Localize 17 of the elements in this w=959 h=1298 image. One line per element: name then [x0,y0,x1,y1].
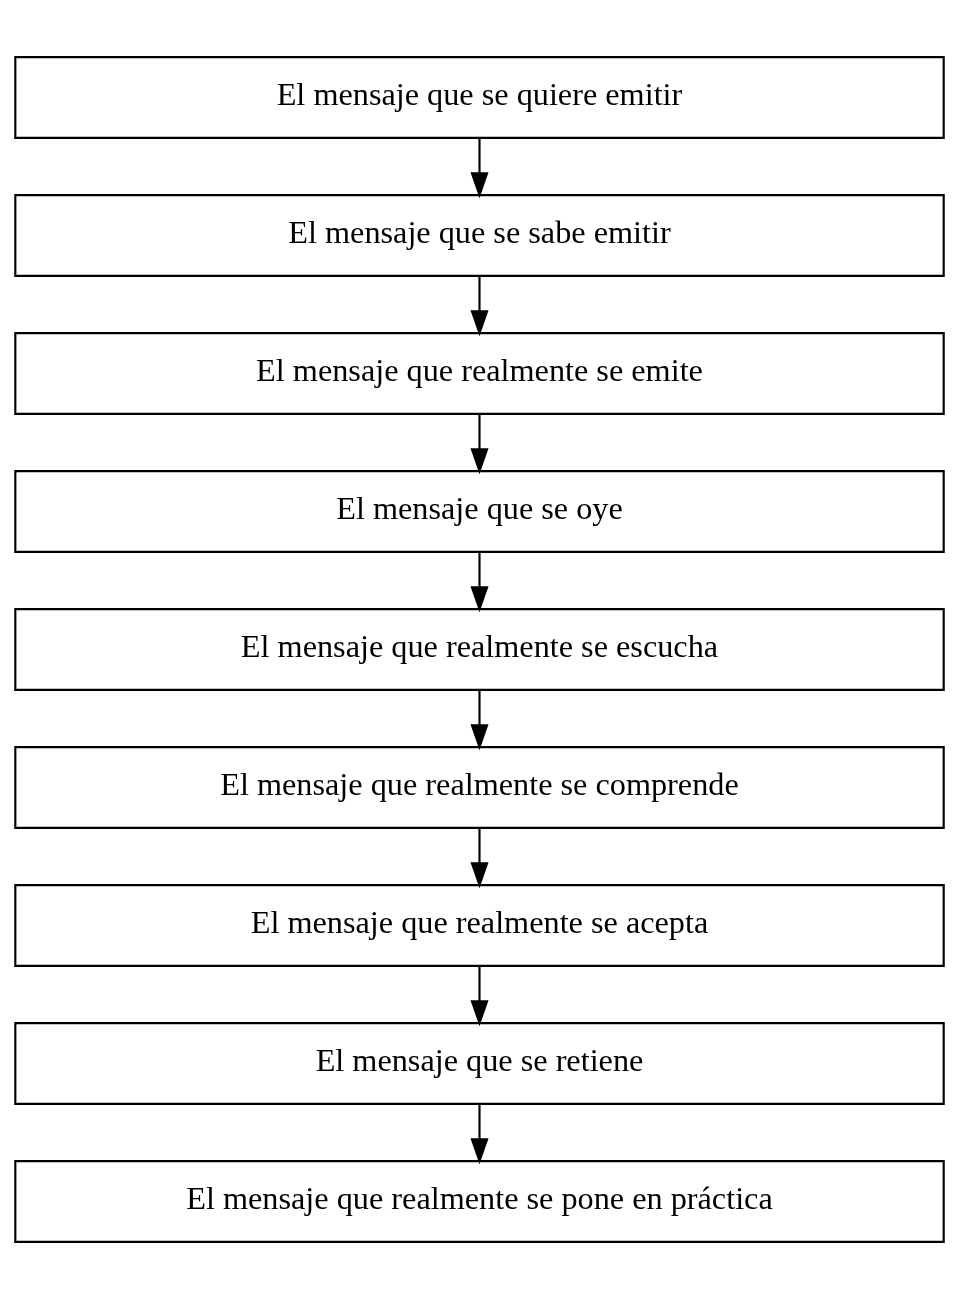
node-box: El mensaje que se sabe emitir [14,193,945,277]
arrow [470,1103,489,1164]
node-box: El mensaje que se oye [14,469,945,553]
node-box: El mensaje que se quiere emitir [14,55,945,139]
node-box: El mensaje que realmente se acepta [14,883,945,967]
arrow [470,551,489,612]
arrow [470,965,489,1026]
node-box: El mensaje que realmente se escucha [14,607,945,691]
arrow [470,413,489,474]
node-box: El mensaje que realmente se emite [14,331,945,415]
arrow [470,827,489,888]
node-box: El mensaje que se retiene [14,1021,945,1105]
arrow [470,275,489,336]
node-box: El mensaje que realmente se pone en práctica [14,1159,945,1243]
arrow [470,689,489,750]
arrow [470,137,489,198]
node-box: El mensaje que realmente se comprende [14,745,945,829]
